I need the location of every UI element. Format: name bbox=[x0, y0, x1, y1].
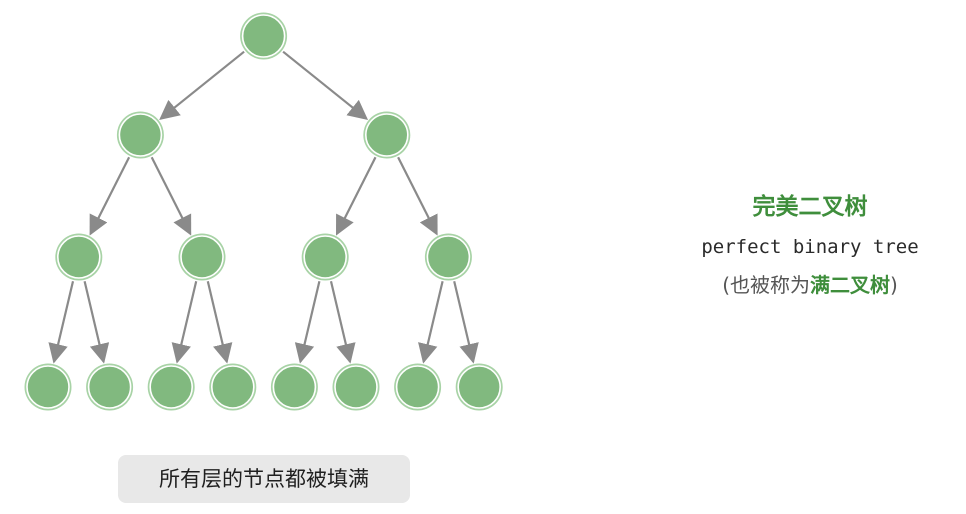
tree-edge bbox=[206, 281, 233, 364]
tree-node-circle bbox=[395, 365, 440, 409]
tree-node-circle bbox=[241, 14, 286, 58]
alias-highlight: 满二叉树 bbox=[810, 273, 890, 297]
tree-node-circle bbox=[87, 365, 132, 409]
tree-node-circle bbox=[180, 235, 224, 279]
tree-node bbox=[424, 233, 472, 281]
tree-node bbox=[86, 363, 134, 411]
tree-node bbox=[55, 233, 103, 281]
tree-node-circle bbox=[303, 235, 348, 279]
tree-edge bbox=[418, 281, 444, 364]
tree-node-circle bbox=[57, 235, 101, 279]
tree-node bbox=[455, 363, 503, 411]
tree-edge bbox=[83, 281, 110, 364]
tree-edge bbox=[159, 50, 245, 120]
alias-suffix: ) bbox=[890, 273, 898, 297]
tree-edge bbox=[453, 281, 479, 364]
tree-edge bbox=[397, 156, 438, 236]
tree-node bbox=[116, 111, 164, 159]
tree-edge bbox=[48, 281, 75, 364]
alias-line: (也被称为满二叉树) bbox=[660, 270, 960, 300]
tree-node-circle bbox=[426, 235, 471, 279]
tree-node-circle bbox=[118, 113, 163, 157]
tree-node-circle bbox=[457, 365, 502, 409]
tree-node bbox=[332, 363, 380, 411]
tree-node bbox=[209, 363, 257, 411]
tree-edge bbox=[282, 50, 369, 120]
nodes-layer bbox=[24, 12, 503, 411]
tree-node bbox=[301, 233, 349, 281]
tree-node bbox=[270, 363, 318, 411]
tree-node bbox=[394, 363, 442, 411]
alias-prefix: (也被称为 bbox=[722, 273, 810, 297]
tree-node bbox=[363, 111, 411, 159]
tree-edge bbox=[89, 156, 131, 236]
tree-edge bbox=[150, 156, 192, 236]
tree-node bbox=[147, 363, 195, 411]
tree-edge bbox=[335, 156, 377, 236]
tree-node bbox=[178, 233, 226, 281]
caption-text: 所有层的节点都被填满 bbox=[159, 467, 369, 491]
info-panel: 完美二叉树 perfect binary tree (也被称为满二叉树) bbox=[660, 190, 960, 300]
tree-edge bbox=[171, 281, 198, 364]
tree-node-circle bbox=[211, 365, 255, 409]
title-chinese: 完美二叉树 bbox=[752, 194, 868, 220]
tree-edge bbox=[329, 281, 356, 364]
caption-box: 所有层的节点都被填满 bbox=[118, 455, 410, 503]
edges-layer bbox=[48, 50, 479, 364]
title-english: perfect binary tree bbox=[701, 236, 919, 258]
tree-node-circle bbox=[149, 365, 193, 409]
tree-node-circle bbox=[272, 365, 317, 409]
tree-edge bbox=[294, 281, 321, 364]
tree-node bbox=[24, 363, 72, 411]
tree-node-circle bbox=[364, 113, 409, 157]
tree-node bbox=[240, 12, 288, 60]
tree-node-circle bbox=[334, 365, 378, 409]
tree-node-circle bbox=[26, 365, 70, 409]
